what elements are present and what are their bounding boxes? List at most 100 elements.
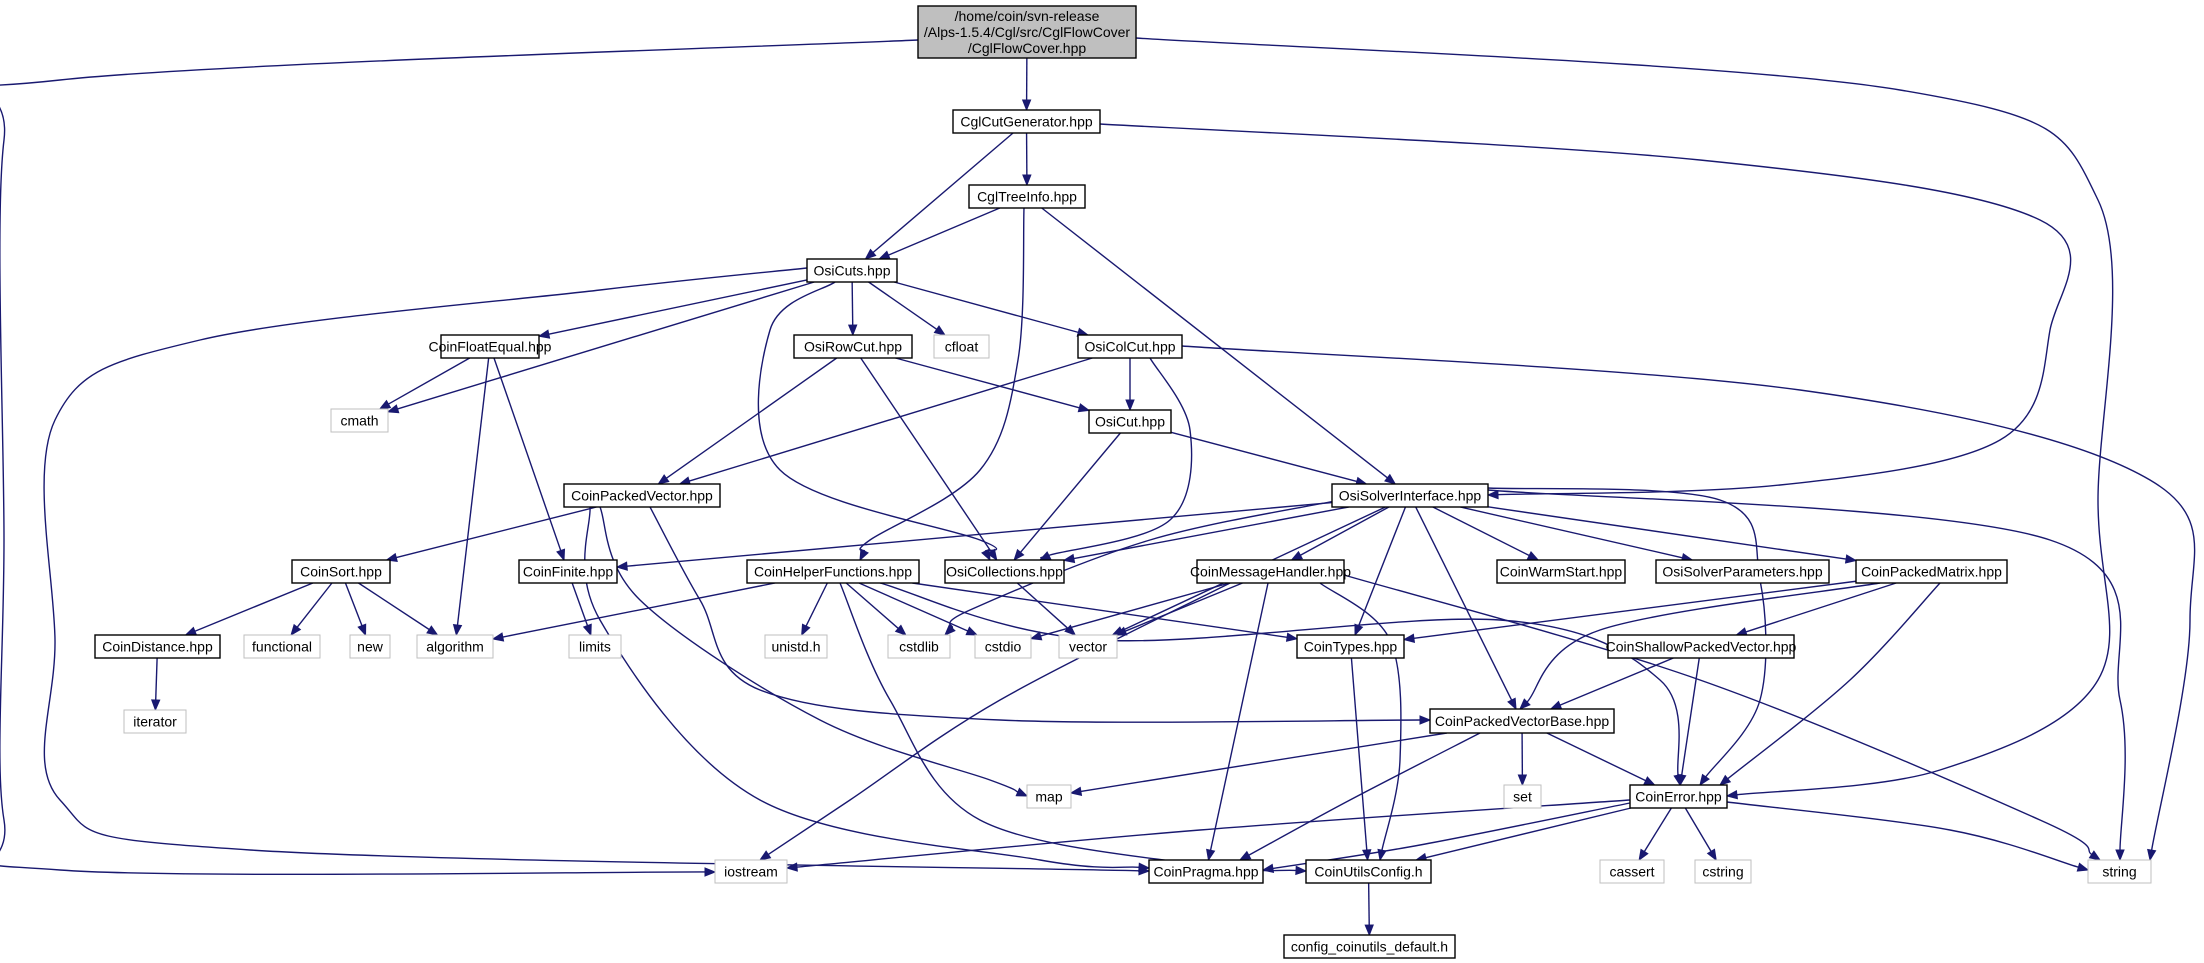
node-box-algorithm	[416, 634, 494, 659]
node-coinfinite[interactable]: CoinFinite.hpp	[518, 559, 618, 584]
edge-line	[666, 357, 838, 479]
node-coinutilsconfig[interactable]: CoinUtilsConfig.h	[1305, 859, 1432, 884]
node-coinsort[interactable]: CoinSort.hpp	[291, 559, 391, 584]
node-label-configdefault: config_coinutils_default.h	[1291, 939, 1448, 955]
edge-arrowhead	[758, 850, 772, 861]
node-osicolcut[interactable]: OsiColCut.hpp	[1077, 334, 1183, 359]
node-box-iostream	[714, 859, 788, 884]
node-coinshallowpackedvector[interactable]: CoinShallowPackedVector.hpp	[1606, 634, 1797, 659]
node-box-coinpragma	[1148, 859, 1264, 884]
node-limits: limits	[568, 634, 622, 659]
edge-coinpackedmatrix-to-coinerror	[1718, 582, 1941, 786]
node-coindistance[interactable]: CoinDistance.hpp	[94, 634, 221, 659]
node-box-osicut	[1088, 409, 1172, 434]
edge-osicolcut-to-coinpackedvector	[678, 357, 1093, 486]
edge-coinhelperfunctions-to-algorithm	[491, 582, 776, 642]
node-osicollections[interactable]: OsiCollections.hpp	[944, 559, 1065, 584]
edges	[0, 37, 2196, 937]
node-cglcutgen[interactable]: CglCutGenerator.hpp	[952, 109, 1101, 134]
edge-line	[1413, 580, 1857, 640]
edge-line	[1209, 582, 1269, 851]
node-label-unistd: unistd.h	[771, 639, 820, 655]
edge-coinhelperfunctions-to-cstdlib	[845, 582, 907, 636]
node-unistd: unistd.h	[764, 634, 828, 659]
edge-osisolverinterface-to-coinpackedvectorbase	[1415, 506, 1517, 711]
node-osicuts[interactable]: OsiCuts.hpp	[806, 258, 898, 283]
node-coinhelperfunctions[interactable]: CoinHelperFunctions.hpp	[746, 559, 920, 584]
edge-arrowhead	[1419, 715, 1432, 725]
edge-osicuts-to-osirowcut	[847, 281, 858, 337]
node-root[interactable]: /home/coin/svn-release/Alps-1.5.4/Cgl/sr…	[917, 5, 1137, 59]
node-label-new: new	[357, 639, 384, 655]
edge-line	[1016, 582, 1069, 629]
edge-line	[1415, 506, 1513, 701]
node-box-coinshallowpackedvector	[1607, 634, 1795, 659]
edge-arrowhead	[1138, 862, 1151, 872]
node-box-coinwarmstart	[1496, 559, 1626, 584]
node-iostream: iostream	[714, 859, 788, 884]
edge-arrowhead	[1125, 399, 1135, 412]
edge-line	[296, 582, 333, 628]
node-label-coinhelperfunctions: CoinHelperFunctions.hpp	[754, 564, 912, 580]
node-label-functional: functional	[252, 639, 312, 655]
node-osicut[interactable]: OsiCut.hpp	[1088, 409, 1172, 434]
node-box-root	[917, 5, 1137, 59]
node-cstdlib: cstdlib	[887, 634, 951, 659]
node-label-osirowcut: OsiRowCut.hpp	[804, 339, 902, 355]
node-osisolverparameters[interactable]: OsiSolverParameters.hpp	[1655, 559, 1830, 584]
node-label-coindistance: CoinDistance.hpp	[102, 639, 213, 655]
node-osisolverinterface[interactable]: OsiSolverInterface.hpp	[1331, 483, 1489, 508]
node-cgltreeinfo[interactable]: CglTreeInfo.hpp	[968, 184, 1086, 209]
edge-arrowhead	[2076, 862, 2090, 872]
edge-arrowhead	[426, 625, 439, 636]
node-osirowcut[interactable]: OsiRowCut.hpp	[793, 334, 913, 359]
edge-arrowhead	[491, 632, 505, 642]
node-box-cglcutgen	[952, 109, 1101, 134]
edge-coinerror-to-cassert	[1638, 807, 1672, 862]
node-box-new	[349, 634, 391, 659]
node-coinerror[interactable]: CoinError.hpp	[1629, 784, 1728, 809]
edge-line	[358, 582, 430, 631]
node-coinwarmstart[interactable]: CoinWarmStart.hpp	[1496, 559, 1626, 584]
edge-line	[649, 506, 1421, 723]
node-box-osisolverinterface	[1331, 483, 1489, 508]
node-configdefault[interactable]: config_coinutils_default.h	[1283, 934, 1456, 959]
edge-line	[599, 506, 1019, 793]
node-coinpackedvectorbase[interactable]: CoinPackedVectorBase.hpp	[1429, 708, 1615, 734]
edge-line	[0, 39, 919, 876]
edge-line	[888, 207, 1001, 256]
edge-coinpackedvector-to-coinpragma	[583, 506, 1151, 872]
edge-arrowhead	[1077, 403, 1091, 413]
edge-line	[1135, 37, 2114, 796]
edge-line	[860, 357, 992, 553]
node-cointypes[interactable]: CoinTypes.hpp	[1296, 634, 1405, 659]
edge-arrowhead	[1354, 623, 1364, 637]
node-label-iostream: iostream	[724, 864, 778, 880]
node-coinfloatequal[interactable]: CoinFloatEqual.hpp	[429, 334, 552, 359]
node-label-cgltreeinfo: CglTreeInfo.hpp	[977, 189, 1077, 205]
edge-line	[858, 582, 969, 632]
node-coinmessagehandler[interactable]: CoinMessageHandler.hpp	[1190, 559, 1351, 584]
node-box-osicuts	[806, 258, 898, 283]
edge-coinpackedvector-to-coinpackedvectorbase	[649, 506, 1432, 725]
edge-line	[456, 357, 490, 626]
node-coinpackedvector[interactable]: CoinPackedVector.hpp	[563, 483, 721, 508]
node-coinpragma[interactable]: CoinPragma.hpp	[1148, 859, 1264, 884]
edge-coinerror-to-coinutilsconfig	[1414, 807, 1632, 863]
edge-line	[1745, 582, 1897, 633]
node-label-coinmessagehandler: CoinMessageHandler.hpp	[1190, 564, 1351, 580]
edge-line	[194, 582, 314, 632]
edge-line	[1684, 807, 1712, 852]
edge-arrowhead	[704, 867, 717, 877]
edge-arrowhead	[1677, 773, 1687, 787]
edge-osicut-to-osicollections	[1013, 432, 1121, 562]
node-map: map	[1026, 784, 1072, 809]
edge-line	[1367, 882, 1370, 926]
edge-line	[893, 281, 1079, 334]
edge-osicolcut-to-osicut	[1125, 358, 1135, 412]
node-coinpackedmatrix[interactable]: CoinPackedMatrix.hpp	[1855, 559, 2008, 584]
edge-line	[583, 506, 1140, 869]
edge-coinhelperfunctions-to-coinerror	[879, 582, 1683, 787]
edge-osicuts-to-osicollections	[757, 281, 998, 562]
